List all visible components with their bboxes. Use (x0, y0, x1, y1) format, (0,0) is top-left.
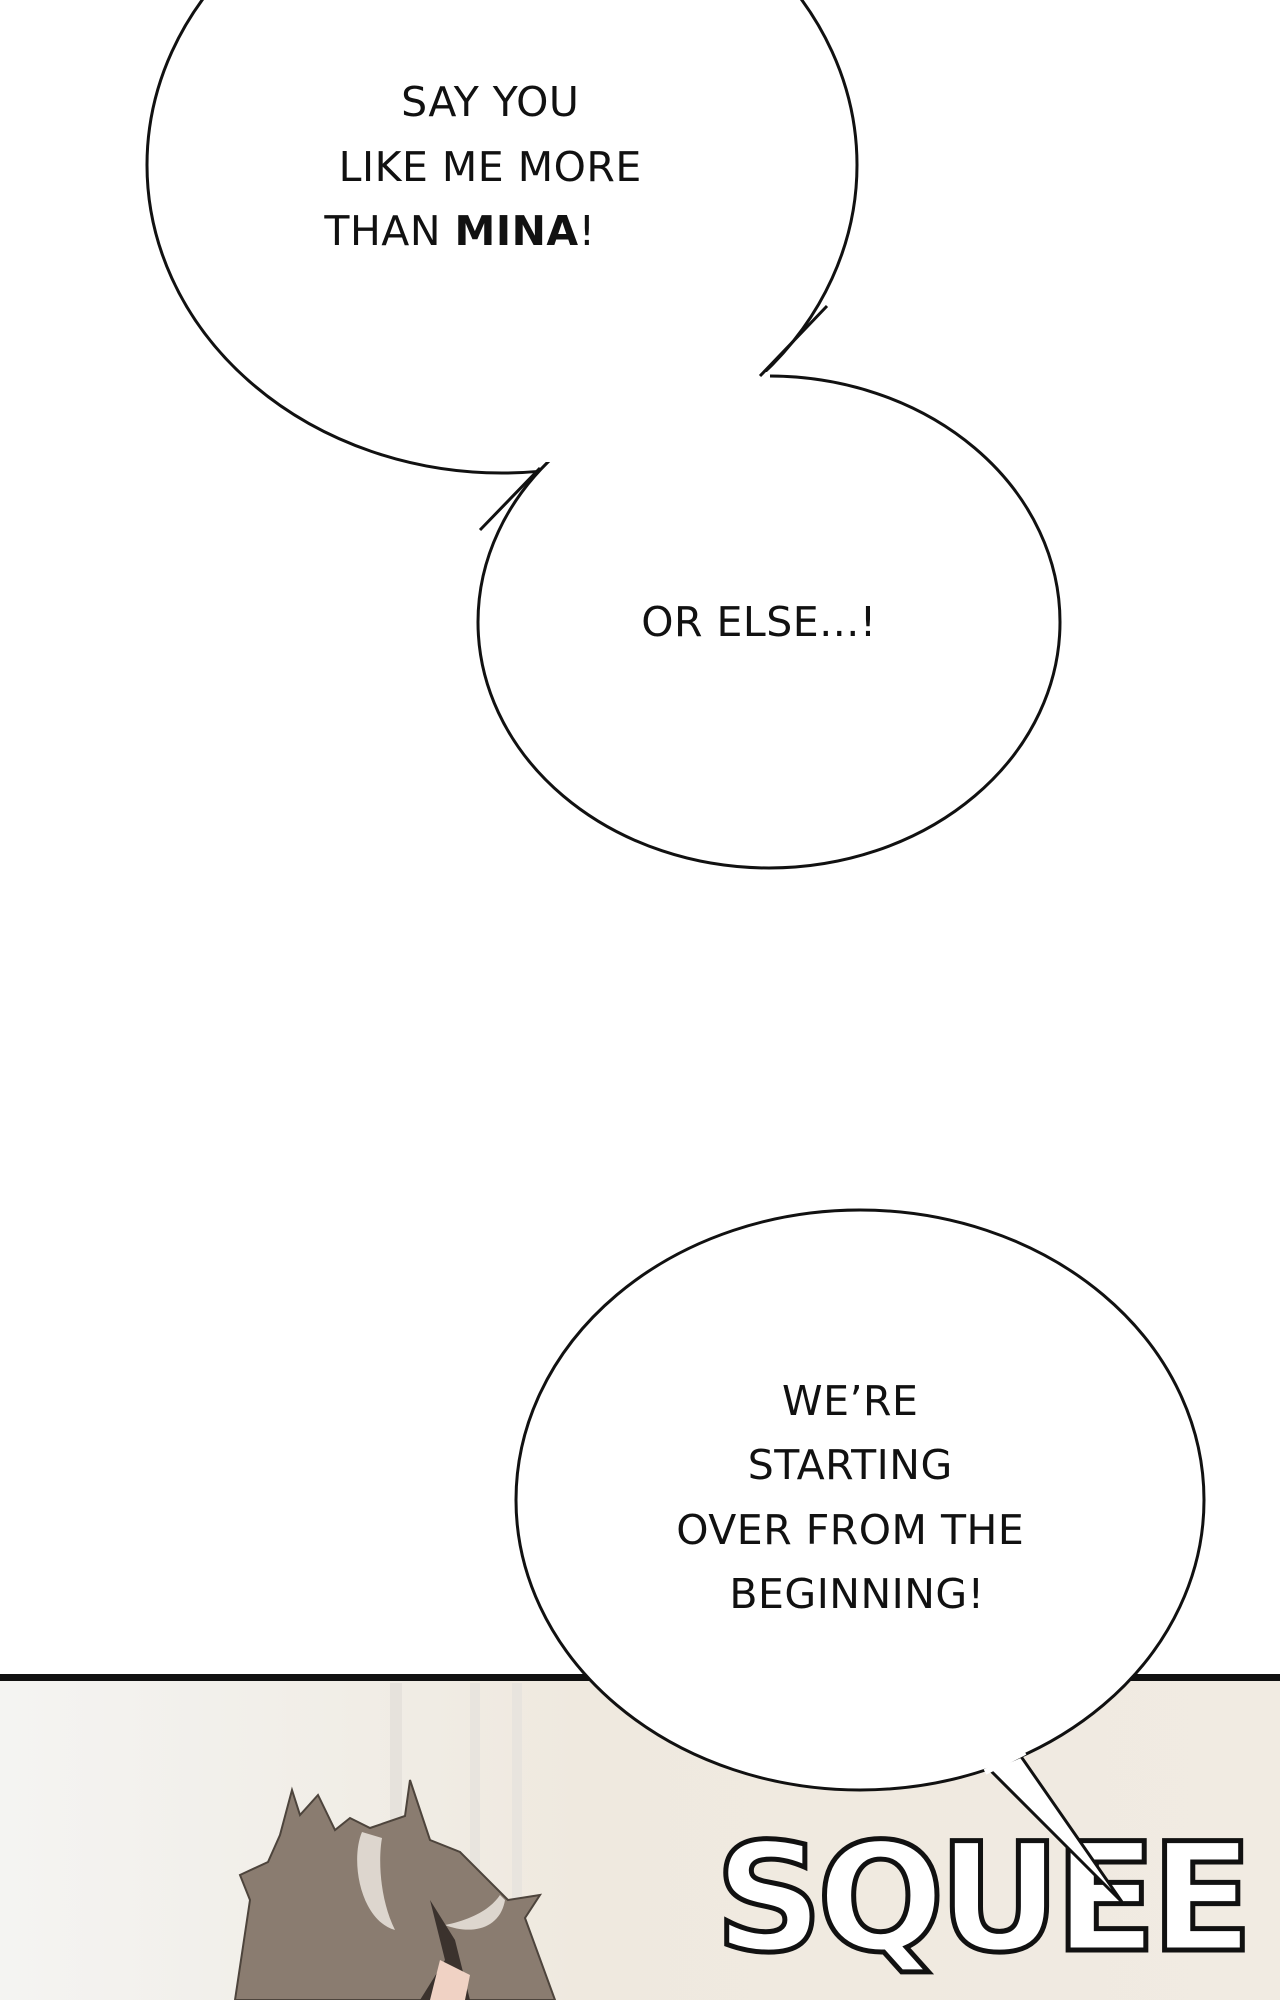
hair-highlight (445, 1895, 505, 1930)
window-frame (512, 1683, 522, 1933)
bubble-tail-joint (983, 1749, 1027, 1775)
window-frame (470, 1683, 480, 1933)
speech-bubble-group (145, 0, 1062, 870)
dialogue-text: WE’RE STARTING OVER FROM THE BEGINNING! (676, 1377, 1038, 1618)
sound-effect: SQUEE (715, 1812, 1247, 1986)
bubble-joint (540, 372, 770, 462)
bubble-joint-edge (758, 304, 829, 378)
lower-panel: SQUEE (0, 1680, 1280, 2000)
character-hair (233, 1779, 557, 2000)
speech-bubble (514, 1208, 1206, 1904)
speech-bubble (145, 0, 859, 475)
dialogue-text: SAY YOU LIKE ME MORE THAN MINA! (323, 78, 655, 255)
dialogue-text: OR ELSE...! (641, 598, 877, 646)
speech-bubble-shape (514, 1208, 1206, 1792)
hair-highlight (357, 1832, 395, 1930)
character-face (430, 1960, 470, 2000)
bubble-joint-edge (478, 466, 542, 532)
